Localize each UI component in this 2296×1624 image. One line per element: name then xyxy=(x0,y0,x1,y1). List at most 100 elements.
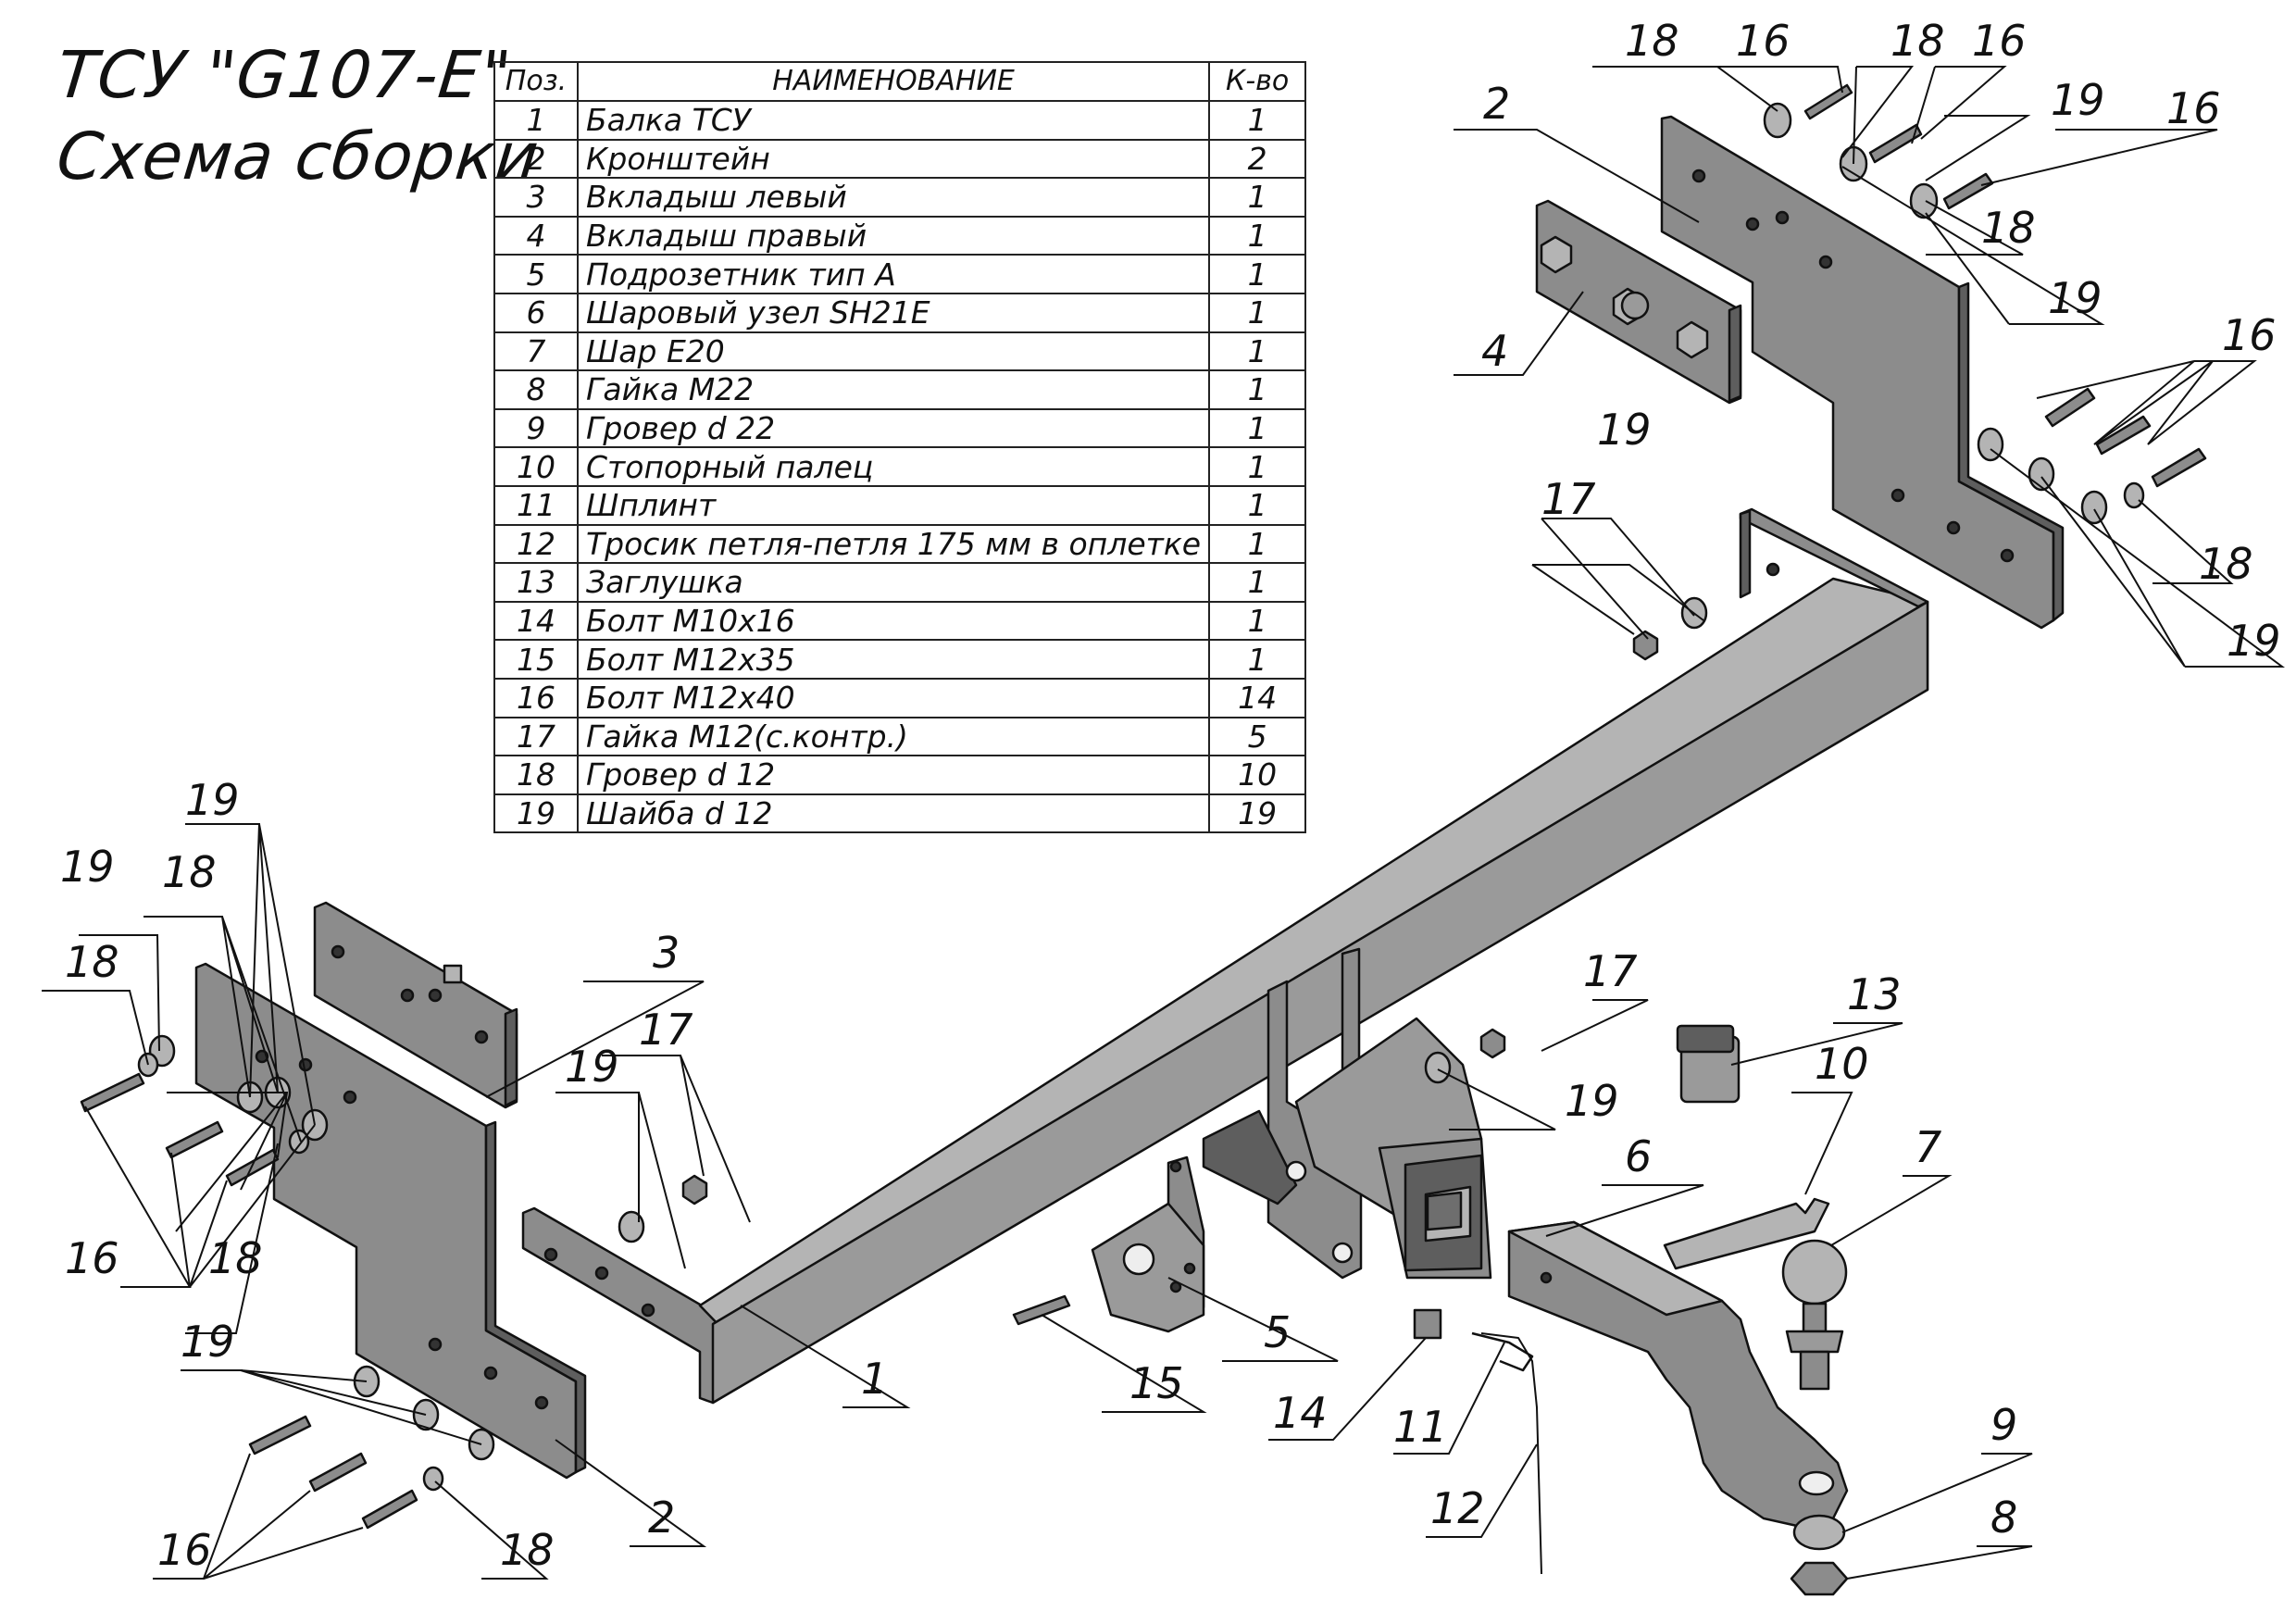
cell-pos: 8 xyxy=(493,369,579,410)
callout-label: 19 xyxy=(565,1042,619,1092)
callout-label: 4 xyxy=(1481,326,1508,376)
cell-name: Вкладыш левый xyxy=(576,177,1211,218)
cell-name: Заглушка xyxy=(576,562,1211,603)
cell-name: Гайка М12(с.контр.) xyxy=(576,716,1211,757)
callout-label: 19 xyxy=(60,842,115,892)
table-header-row: Поз. НАИМЕНОВАНИЕ К-во xyxy=(493,61,1307,102)
cell-pos: 14 xyxy=(493,600,579,642)
lock-pin-part xyxy=(1663,1197,1830,1270)
cell-pos: 6 xyxy=(493,292,579,333)
callout-label: 3 xyxy=(653,928,680,978)
callout-label: 10 xyxy=(1815,1039,1869,1089)
cell-name: Балка ТСУ xyxy=(576,100,1211,141)
cell-qty: 1 xyxy=(1208,639,1307,680)
tow-ball-part xyxy=(1781,1239,1848,1391)
cell-qty: 1 xyxy=(1208,523,1307,565)
cell-pos: 4 xyxy=(493,215,579,256)
callout-label: 14 xyxy=(1273,1388,1328,1438)
callout-label: 13 xyxy=(1847,969,1902,1019)
callout-label: 19 xyxy=(2048,273,2103,323)
callout-label: 2 xyxy=(648,1493,675,1543)
cell-qty: 14 xyxy=(1208,677,1307,718)
cell-name: Гайка М22 xyxy=(576,369,1211,410)
callout-label: 16 xyxy=(2222,310,2277,360)
cell-name: Болт М10х16 xyxy=(576,600,1211,642)
callout-label: 18 xyxy=(162,847,217,897)
callout-label: 19 xyxy=(181,1317,235,1367)
cell-qty: 2 xyxy=(1208,138,1307,180)
right-insert-part xyxy=(1535,199,1742,405)
callout-label: 15 xyxy=(1129,1358,1184,1408)
cell-pos: 11 xyxy=(493,484,579,526)
cell-pos: 18 xyxy=(493,755,579,795)
column-header-qty: К-во xyxy=(1208,61,1307,102)
cell-qty: 1 xyxy=(1208,215,1307,256)
split-pin-part xyxy=(1471,1331,1534,1372)
column-header-pos: Поз. xyxy=(493,61,579,102)
callout-label: 7 xyxy=(1915,1122,1941,1172)
callout-label: 19 xyxy=(1565,1076,1619,1126)
callout-label: 16 xyxy=(1972,16,2027,66)
callout-label: 6 xyxy=(1625,1131,1652,1181)
cell-qty: 1 xyxy=(1208,562,1307,603)
callout-label: 17 xyxy=(1583,946,1638,996)
cell-qty: 1 xyxy=(1208,369,1307,410)
cell-name: Вкладыш правый xyxy=(576,215,1211,256)
callout-label: 19 xyxy=(2051,75,2105,125)
callout-label: 8 xyxy=(1990,1493,2017,1543)
cell-pos: 13 xyxy=(493,562,579,603)
cell-qty: 1 xyxy=(1208,407,1307,449)
cell-qty: 19 xyxy=(1208,793,1307,834)
callout-label: 16 xyxy=(1736,16,1791,66)
right-bracket-part xyxy=(1660,115,2065,630)
callout-label: 19 xyxy=(2227,616,2281,666)
spring-washer-22-part xyxy=(1792,1514,1846,1551)
cell-pos: 12 xyxy=(493,523,579,565)
cell-pos: 3 xyxy=(493,177,579,218)
left-bracket-part xyxy=(194,962,587,1480)
cell-name: Гровер d 22 xyxy=(576,407,1211,449)
cell-pos: 17 xyxy=(493,716,579,757)
cell-qty: 1 xyxy=(1208,177,1307,218)
callout-label: 18 xyxy=(1981,203,2036,253)
cell-qty: 1 xyxy=(1208,600,1307,642)
cell-qty: 1 xyxy=(1208,100,1307,141)
callout-label: 2 xyxy=(1483,79,1510,129)
cell-qty: 10 xyxy=(1208,755,1307,795)
cell-pos: 19 xyxy=(493,793,579,834)
callout-label: 5 xyxy=(1264,1307,1291,1357)
callout-label: 18 xyxy=(208,1233,263,1283)
socket-plate-part xyxy=(1091,1156,1205,1333)
cell-name: Гровер d 12 xyxy=(576,755,1211,795)
nut-m22-part xyxy=(1790,1561,1849,1596)
cell-pos: 10 xyxy=(493,446,579,487)
receiver-part xyxy=(1202,947,1492,1280)
callout-label: 18 xyxy=(1625,16,1679,66)
cell-name: Подрозетник тип А xyxy=(576,254,1211,294)
callout-label: 17 xyxy=(1541,474,1596,524)
bolt-group xyxy=(80,83,2207,1530)
callout-label: 19 xyxy=(185,775,240,825)
callout-label: 16 xyxy=(157,1525,212,1575)
cell-pos: 16 xyxy=(493,677,579,718)
cell-name: Болт М12х35 xyxy=(576,639,1211,680)
cell-name: Шар Е20 xyxy=(576,331,1211,372)
cell-name: Стопорный палец xyxy=(576,446,1211,487)
callout-label: 19 xyxy=(1597,405,1652,455)
